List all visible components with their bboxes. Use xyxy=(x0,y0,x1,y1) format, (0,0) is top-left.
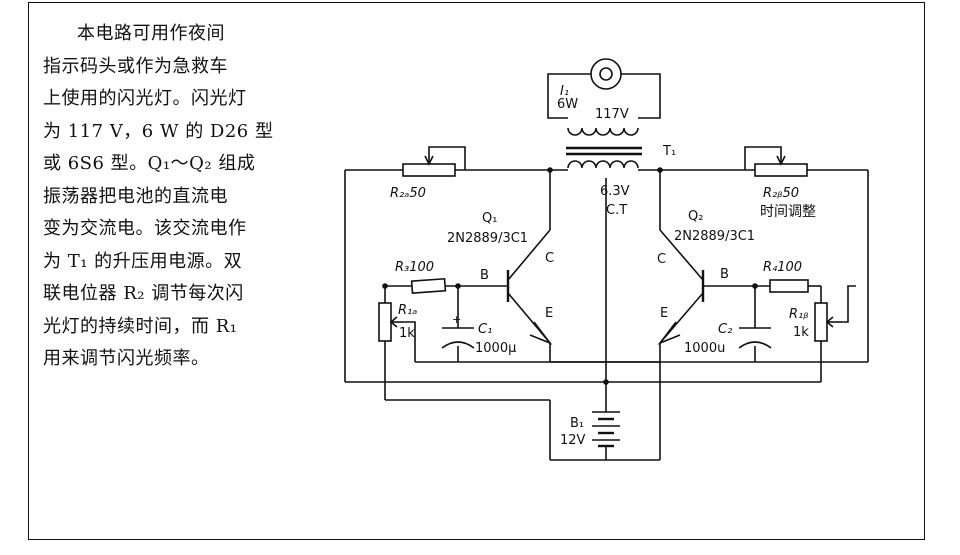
transformer-t1 xyxy=(566,127,642,169)
b1-value-label: 12V xyxy=(560,433,586,448)
r2b-label: R₂ᵦ50 xyxy=(763,186,799,201)
c2-value-label: 1000u xyxy=(684,341,725,356)
lamp-icon xyxy=(590,58,622,90)
capacitor-c2 xyxy=(738,327,772,349)
q2-collector-label: C xyxy=(657,252,666,267)
resistor-r1b xyxy=(814,302,842,342)
c1-value-label: 1000μ xyxy=(475,341,516,356)
q1-emitter-wire xyxy=(549,343,660,363)
r1b-name-label: R₁ᵦ xyxy=(789,307,808,322)
q2-emitter-label: E xyxy=(660,306,668,321)
junction-dot xyxy=(455,283,461,289)
q1-base-label: B xyxy=(480,268,489,283)
description-line: 指示码头或作为急救车 xyxy=(43,55,228,77)
resistor-r3 xyxy=(410,277,447,294)
q2-name-label: Q₂ xyxy=(688,209,703,224)
r4-label: R₄100 xyxy=(763,260,802,275)
bottom-wiring xyxy=(345,361,868,461)
transformer-label: T₁ xyxy=(662,144,676,159)
description-line: 本电路可用作夜间 xyxy=(77,23,225,44)
q1-emitter-label: E xyxy=(545,306,553,321)
primary-voltage-label: 117V xyxy=(595,107,629,122)
description-line: 为 117 V，6 W 的 D26 型 xyxy=(43,120,274,142)
resistor-r1a xyxy=(378,302,403,342)
q2-part-label: 2N2889/3C1 xyxy=(674,229,755,244)
junction-dot xyxy=(603,379,609,385)
top-wiring xyxy=(344,169,869,382)
r2b-note-label: 时间调整 xyxy=(760,204,816,220)
r3-label: R₃100 xyxy=(395,260,434,275)
description-line: 用来调节闪光频率。 xyxy=(43,348,210,369)
description-line: 为 T₁ 的升压用电源。双 xyxy=(43,250,243,272)
secondary-voltage-label: 6.3V xyxy=(600,184,630,199)
resistor-r4 xyxy=(769,279,809,293)
transistor-q1 xyxy=(506,229,553,345)
description-line: 上使用的闪光灯。闪光灯 xyxy=(43,88,247,109)
junction-dot xyxy=(657,167,663,173)
junction-dot xyxy=(547,167,553,173)
svg-text:+: + xyxy=(452,313,461,326)
figure-border xyxy=(28,2,925,540)
description-line: 变为交流电。该交流电作 xyxy=(43,218,247,239)
r1a-value-label: 1k xyxy=(399,326,415,341)
q2-base-label: B xyxy=(720,267,729,282)
r1b-value-label: 1k xyxy=(793,325,809,340)
q1-name-label: Q₁ xyxy=(482,211,497,226)
center-tap-label: C.T xyxy=(606,203,627,218)
junction-dot xyxy=(752,283,758,289)
lamp-wiring xyxy=(547,73,661,119)
description-line: 联电位器 R₂ 调节每次闪 xyxy=(43,283,244,304)
b1-name-label: B₁ xyxy=(570,416,584,431)
junction-dot xyxy=(382,283,388,289)
q1-collector-label: C xyxy=(545,251,554,266)
description-text: 本电路可用作夜间 指示码头或作为急救车 上使用的闪光灯。闪光灯 为 117 V，… xyxy=(43,18,283,376)
transistor-q2 xyxy=(657,229,705,345)
description-line: 或 6S6 型。Q₁～Q₂ 组成 xyxy=(43,153,256,174)
resistor-r2b xyxy=(744,146,808,177)
lamp-power-label: 6W xyxy=(557,97,578,112)
description-line: 振荡器把电池的直流电 xyxy=(43,185,228,207)
r2a-label: R₂ₐ50 xyxy=(390,186,426,201)
r1a-name-label: R₁ₐ xyxy=(398,303,417,318)
q1-part-label: 2N2889/3C1 xyxy=(447,231,528,246)
c2-name-label: C₂ xyxy=(718,322,732,337)
c1-name-label: C₁ xyxy=(478,322,492,337)
resistor-r2a xyxy=(402,146,466,177)
capacitor-c1: + xyxy=(441,313,475,349)
battery-b1 xyxy=(592,411,620,448)
lamp-name-label: I₁ xyxy=(560,84,569,99)
description-line: 光灯的持续时间，而 R₁ xyxy=(43,315,238,337)
